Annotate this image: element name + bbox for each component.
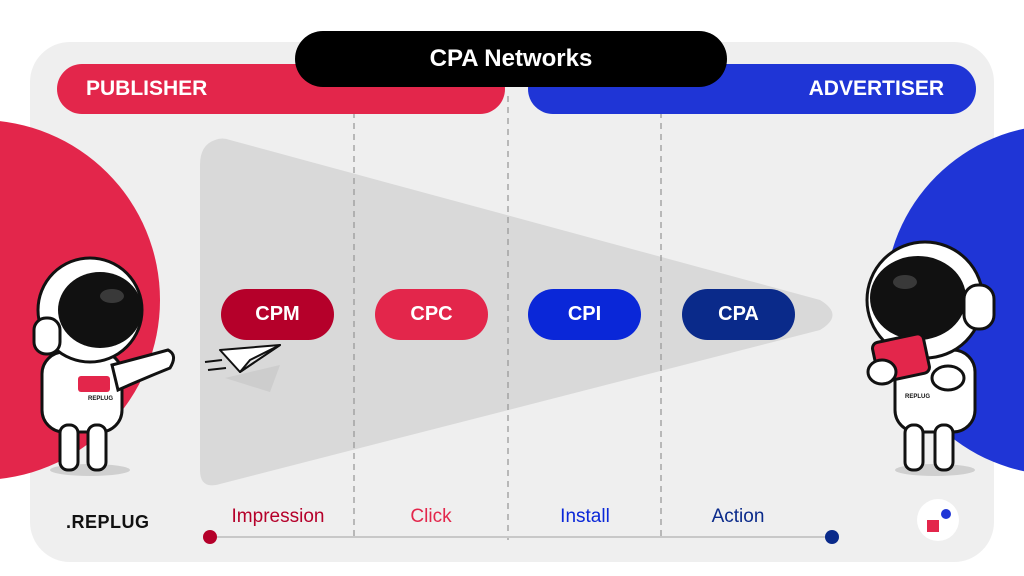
- stage-label-click: Click: [410, 506, 452, 527]
- timeline-end-dot: [825, 530, 839, 544]
- funnel-shape: [200, 138, 833, 486]
- replug-brand-logo: .REPLUG: [66, 512, 150, 532]
- paper-plane-icon: [204, 344, 281, 392]
- svg-text:REPLUG: REPLUG: [88, 396, 113, 402]
- advertiser-astronaut-illustration: REPLUG: [865, 240, 996, 476]
- model-pill-cpc: CPC: [375, 289, 488, 340]
- timeline-start-dot: [203, 530, 217, 544]
- model-pill-cpi: CPI: [528, 289, 641, 340]
- model-pill-cpm: CPM: [221, 289, 334, 340]
- stage-label-install: Install: [560, 506, 610, 527]
- model-pill-cpa: CPA: [682, 289, 795, 340]
- stage-label-impression: Impression: [231, 506, 325, 527]
- diagram-title: CPA Networks: [295, 31, 727, 87]
- svg-text:REPLUG: REPLUG: [905, 394, 930, 400]
- stage-label-action: Action: [711, 506, 765, 527]
- publisher-astronaut-illustration: REPLUG: [32, 256, 175, 476]
- replug-logo-mark-icon: [917, 499, 959, 541]
